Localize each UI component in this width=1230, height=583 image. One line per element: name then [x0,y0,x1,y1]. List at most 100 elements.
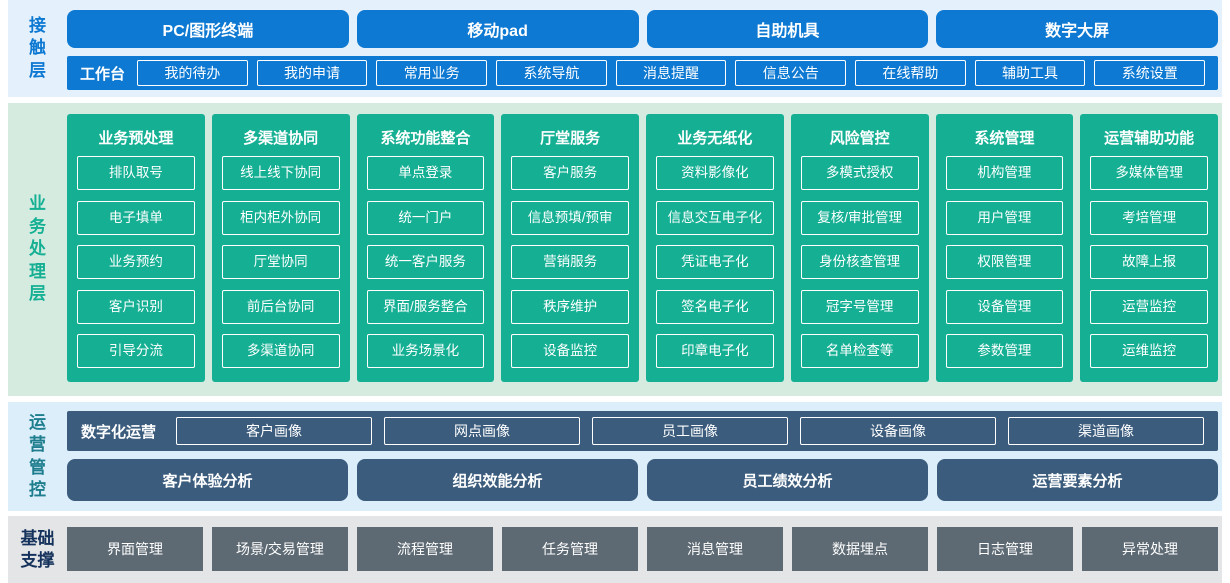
business-function-box: 用户管理 [945,200,1064,235]
operations-label: 运营管控 [8,402,67,511]
channel-button: PC/图形终端 [67,10,349,48]
operations-label-text: 运营管控 [29,412,46,499]
business-function-box: 多媒体管理 [1090,156,1208,190]
business-column-items: 单点登录统一门户统一客户服务界面/服务整合业务场景化 [366,156,485,368]
business-column-items: 资料影像化信息交互电子化凭证电子化签名电子化印章电子化 [656,156,774,368]
business-function-box: 统一客户服务 [366,245,485,279]
workbench-item: 我的待办 [137,60,248,86]
contact-layer-label: 接触层 [8,0,67,97]
business-function-box: 凭证电子化 [656,245,774,279]
business-column-title: 业务预处理 [98,129,174,147]
foundation-box: 流程管理 [357,527,493,571]
profile-box: 员工画像 [592,417,789,445]
business-function-box: 统一门户 [366,200,485,235]
workbench-item: 我的申请 [256,60,368,86]
business-column-items: 多媒体管理考培管理故障上报运营监控运维监控 [1090,156,1208,368]
analysis-button: 员工绩效分析 [647,459,928,501]
foundation-label-text: 基础支撑 [20,529,55,570]
foundation-box: 任务管理 [502,527,638,571]
foundation-label: 基础支撑 [8,516,67,583]
business-column: 运营辅助功能 多媒体管理考培管理故障上报运营监控运维监控 [1080,114,1218,382]
workbench-item: 系统设置 [1094,60,1206,86]
business-function-box: 排队取号 [77,156,195,190]
business-function-box: 冠字号管理 [800,289,919,324]
workbench-item: 在线帮助 [855,60,966,86]
channel-button: 数字大屏 [936,10,1218,48]
business-function-box: 权限管理 [945,245,1064,279]
profile-box: 网点画像 [384,417,581,445]
business-column: 多渠道协同 线上线下协同柜内柜外协同厅堂协同前后台协同多渠道协同 [211,114,350,382]
operations-band: 运营管控 数字化运营 客户画像网点画像员工画像设备画像渠道画像 客户体验分析组织… [8,402,1222,511]
workbench-item: 系统导航 [496,60,607,86]
business-function-box: 复核/审批管理 [800,200,919,235]
business-function-box: 单点登录 [366,156,485,190]
business-function-box: 参数管理 [945,334,1064,368]
foundation-band: 基础支撑 界面管理场景/交易管理流程管理任务管理消息管理数据埋点日志管理异常处理 [8,516,1222,583]
business-function-box: 电子填单 [77,200,195,235]
business-function-box: 设备管理 [945,289,1064,324]
business-function-box: 线上线下协同 [221,156,340,190]
business-function-box: 多模式授权 [800,156,919,190]
profile-box: 设备画像 [800,417,997,445]
foundation-box: 数据埋点 [792,527,928,571]
channel-button: 自助机具 [646,10,929,48]
business-processing-band: 业务处理层 业务预处理 排队取号电子填单业务预约客户识别引导分流 多渠道协同 线… [8,103,1222,396]
business-column: 业务无纸化 资料影像化信息交互电子化凭证电子化签名电子化印章电子化 [646,114,784,382]
business-column-title: 系统管理 [974,129,1035,147]
business-function-box: 前后台协同 [221,289,340,324]
business-column-items: 排队取号电子填单业务预约客户识别引导分流 [77,156,195,368]
business-column: 厅堂服务 客户服务信息预填/预审营销服务秩序维护设备监控 [501,114,639,382]
workbench-bar: 工作台 我的待办我的申请常用业务系统导航消息提醒信息公告在线帮助辅助工具系统设置 [67,56,1218,90]
digital-operations-bar: 数字化运营 客户画像网点画像员工画像设备画像渠道画像 [67,411,1218,451]
business-function-box: 引导分流 [77,334,195,368]
business-column: 风险管控 多模式授权复核/审批管理身份核查管理冠字号管理名单检查等 [790,114,929,382]
business-column: 业务预处理 排队取号电子填单业务预约客户识别引导分流 [67,114,205,382]
business-column-title: 厅堂服务 [540,129,601,147]
business-function-box: 界面/服务整合 [366,289,485,324]
business-function-box: 厅堂协同 [221,245,340,279]
business-function-box: 资料影像化 [656,156,774,190]
workbench-item: 辅助工具 [974,60,1086,86]
business-function-box: 业务场景化 [366,334,485,368]
foundation-box: 界面管理 [67,527,203,571]
business-function-box: 客户服务 [511,156,629,190]
workbench-item: 常用业务 [376,60,488,86]
business-column-items: 线上线下协同柜内柜外协同厅堂协同前后台协同多渠道协同 [221,156,340,368]
business-function-box: 秩序维护 [511,289,629,324]
foundation-box: 异常处理 [1082,527,1218,571]
business-column: 系统功能整合 单点登录统一门户统一客户服务界面/服务整合业务场景化 [356,114,495,382]
business-column-title: 系统功能整合 [380,129,471,147]
business-function-box: 营销服务 [511,245,629,279]
analysis-button: 组织效能分析 [357,459,638,501]
band-divider [8,511,1222,516]
workbench-item: 消息提醒 [615,60,727,86]
workbench-label: 工作台 [80,65,126,83]
business-column-items: 多模式授权复核/审批管理身份核查管理冠字号管理名单检查等 [800,156,919,368]
digital-operations-label: 数字化运营 [81,423,157,441]
business-function-box: 考培管理 [1090,200,1208,235]
business-column-title: 运营辅助功能 [1104,129,1195,147]
business-function-box: 柜内柜外协同 [221,200,340,235]
business-function-box: 名单检查等 [800,334,919,368]
business-function-box: 印章电子化 [656,334,774,368]
business-function-box: 运维监控 [1090,334,1208,368]
band-divider [8,97,1222,103]
business-function-box: 机构管理 [945,156,1064,190]
business-function-box: 信息预填/预审 [511,200,629,235]
band-divider [8,396,1222,402]
business-column-title: 多渠道协同 [243,129,319,147]
foundation-box: 场景/交易管理 [212,527,348,571]
analysis-button: 运营要素分析 [937,459,1218,501]
business-function-box: 设备监控 [511,334,629,368]
channel-button: 移动pad [356,10,639,48]
business-function-box: 多渠道协同 [221,334,340,368]
analysis-row: 客户体验分析组织效能分析员工绩效分析运营要素分析 [67,459,1218,501]
business-column-title: 业务无纸化 [677,129,753,147]
business-function-box: 客户识别 [77,289,195,324]
foundation-box: 日志管理 [937,527,1073,571]
business-column-title: 风险管控 [829,129,890,147]
workbench-item: 信息公告 [735,60,847,86]
